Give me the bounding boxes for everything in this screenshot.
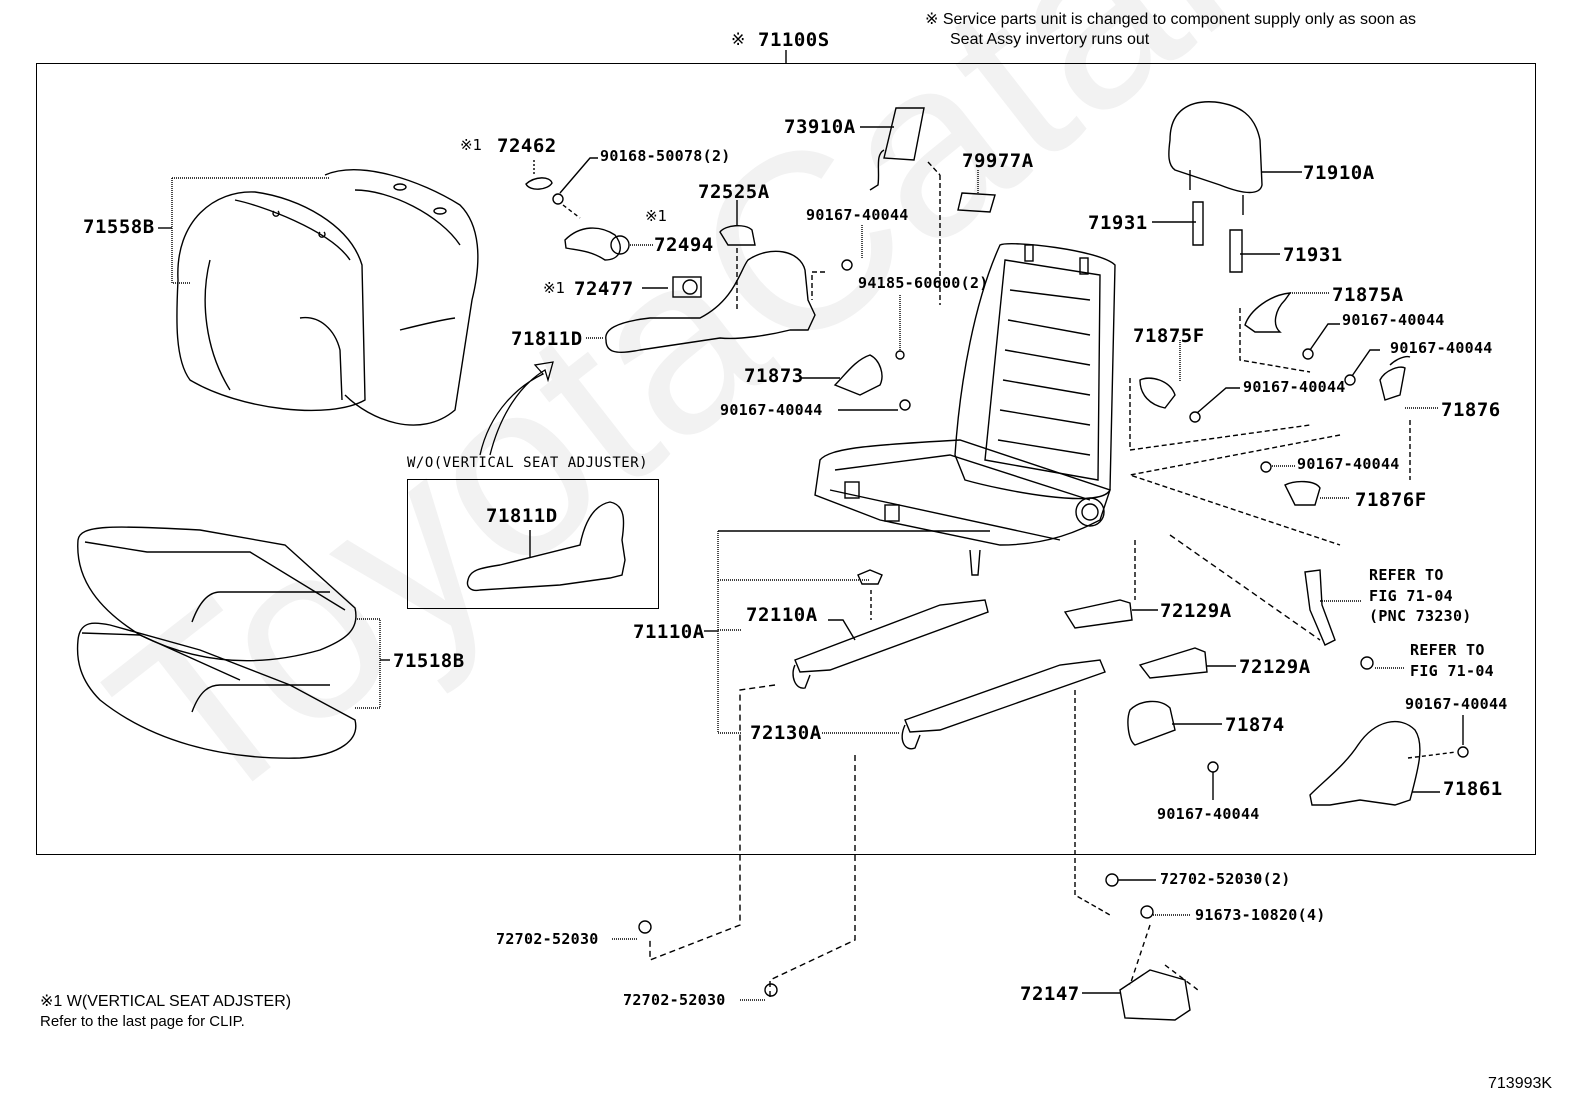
bolt-91673-10820: [1140, 905, 1154, 919]
part-label-71876F[interactable]: 71876F: [1355, 489, 1427, 511]
inset-part-label-71811D[interactable]: 71811D: [486, 505, 558, 527]
bolt-72702-52030-a: [638, 920, 652, 934]
part-label-90167-40044-center[interactable]: 90167-40044: [806, 206, 909, 224]
part-label-94185-60600[interactable]: 94185-60600(2): [858, 274, 989, 292]
service-note: ※ Service parts unit is changed to compo…: [925, 10, 1416, 50]
reference-line3: (PNC 73230): [1369, 607, 1472, 626]
footnote-line2: Refer to the last page for CLIP.: [40, 1013, 245, 1030]
part-label-72702-52030-c[interactable]: 72702-52030(2): [1160, 870, 1291, 888]
part-label-72129A-lower[interactable]: 72129A: [1239, 656, 1311, 678]
part-label-90167-40044-71876[interactable]: 90167-40044: [1390, 339, 1493, 357]
footnote-line1: W(VERTICAL SEAT ADJSTER): [66, 993, 292, 1010]
part-label-90168-50078[interactable]: 90168-50078(2): [600, 147, 731, 165]
part-label-72147[interactable]: 72147: [1020, 983, 1080, 1005]
mark-72494: ※1: [645, 207, 668, 225]
part-label-72702-52030-b[interactable]: 72702-52030: [623, 991, 726, 1009]
part-label-91673-10820[interactable]: 91673-10820(4): [1195, 906, 1326, 924]
part-label-72110A[interactable]: 72110A: [746, 604, 818, 626]
reference-line1: REFER TO: [1369, 566, 1444, 584]
part-label-71518B[interactable]: 71518B: [393, 650, 465, 672]
bracket-72147-shape: [1119, 969, 1191, 1021]
title-mark: ※: [731, 30, 746, 50]
part-label-72462[interactable]: 72462: [497, 135, 557, 157]
part-label-90167-40044-71873[interactable]: 90167-40044: [720, 401, 823, 419]
part-label-90167-40044-71861[interactable]: 90167-40044: [1405, 695, 1508, 713]
part-label-71861[interactable]: 71861: [1443, 778, 1503, 800]
part-label-71110A[interactable]: 71110A: [633, 621, 705, 643]
part-label-90167-40044-71876F[interactable]: 90167-40044: [1297, 455, 1400, 473]
service-note-line2: Seat Assy invertory runs out: [950, 31, 1150, 48]
part-label-72477[interactable]: 72477: [574, 278, 634, 300]
mark-72462: ※1: [460, 136, 483, 154]
service-note-mark: ※: [925, 11, 939, 28]
assembly-part-71100S[interactable]: 71100S: [758, 29, 830, 51]
bolt-72702-52030-c: [1105, 873, 1119, 887]
reference-fig-71-04-pnc[interactable]: REFER TO FIG 71-04 (PNC 73230): [1369, 565, 1472, 627]
part-label-71910A[interactable]: 71910A: [1303, 162, 1375, 184]
reference-line2: FIG 71-04: [1369, 586, 1453, 605]
part-label-73910A[interactable]: 73910A: [784, 116, 856, 138]
part-label-72129A-upper[interactable]: 72129A: [1160, 600, 1232, 622]
inset-box-without-vertical-adjuster: [407, 479, 659, 609]
part-label-79977A[interactable]: 79977A: [962, 150, 1034, 172]
part-label-71875F[interactable]: 71875F: [1133, 325, 1205, 347]
part-label-90167-40044-71875F[interactable]: 90167-40044: [1243, 378, 1346, 396]
part-label-71931-right[interactable]: 71931: [1283, 244, 1343, 266]
part-label-71874[interactable]: 71874: [1225, 714, 1285, 736]
part-label-72525A[interactable]: 72525A: [698, 181, 770, 203]
part-label-71931-left[interactable]: 71931: [1088, 212, 1148, 234]
part-label-90167-40044-71875A[interactable]: 90167-40044: [1342, 311, 1445, 329]
part-label-71873[interactable]: 71873: [744, 365, 804, 387]
part-label-71875A[interactable]: 71875A: [1332, 284, 1404, 306]
part-label-71558B[interactable]: 71558B: [83, 216, 155, 238]
service-note-line1: Service parts unit is changed to compone…: [942, 11, 1417, 28]
bolt-72702-52030-b: [764, 983, 778, 997]
footnote: ※1 W(VERTICAL SEAT ADJSTER) Refer to the…: [40, 992, 291, 1032]
reference-fig-71-04[interactable]: REFER TO FIG 71-04: [1410, 640, 1494, 681]
reference-line1: REFER TO: [1410, 641, 1485, 659]
mark-72477: ※1: [543, 279, 566, 297]
part-label-71811D[interactable]: 71811D: [511, 328, 583, 350]
footnote-mark: ※1: [40, 993, 63, 1010]
figure-code: 713993K: [1488, 1075, 1553, 1092]
part-label-72494[interactable]: 72494: [654, 234, 714, 256]
part-label-72702-52030-a[interactable]: 72702-52030: [496, 930, 599, 948]
part-label-72130A[interactable]: 72130A: [750, 722, 822, 744]
reference-line2: FIG 71-04: [1410, 661, 1494, 680]
inset-caption: W/O(VERTICAL SEAT ADJUSTER): [407, 455, 649, 471]
part-label-90167-40044-71874[interactable]: 90167-40044: [1157, 805, 1260, 823]
part-label-71876[interactable]: 71876: [1441, 399, 1501, 421]
